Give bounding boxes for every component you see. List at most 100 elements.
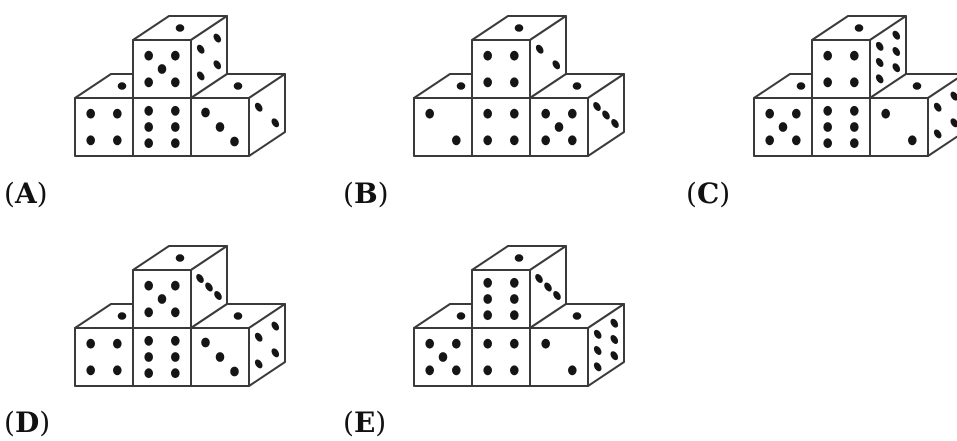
pip	[765, 108, 774, 119]
option-c-label: (C)	[686, 177, 730, 210]
die-middle-front-face	[471, 327, 531, 387]
option-d-label: (D)	[4, 406, 50, 439]
pip	[254, 359, 263, 369]
pip	[113, 108, 122, 119]
pip	[144, 50, 153, 61]
pip	[933, 129, 942, 139]
pip	[850, 122, 859, 132]
option-e-label: (E)	[343, 406, 386, 439]
pip	[196, 274, 204, 283]
die-top-front-face	[471, 269, 531, 329]
pip	[271, 348, 280, 358]
die-right	[869, 73, 957, 157]
pip	[171, 50, 180, 61]
pip	[553, 291, 561, 300]
pip	[175, 254, 185, 262]
die-middle	[132, 97, 192, 157]
pip	[572, 82, 582, 90]
pip	[483, 294, 493, 304]
pip	[425, 338, 435, 349]
die-right	[190, 73, 286, 157]
pip	[452, 338, 461, 349]
option-c[interactable]: (C)	[686, 15, 957, 210]
pip	[483, 310, 493, 321]
die-middle-front-face	[132, 97, 192, 157]
die-left	[74, 73, 170, 157]
option-d-dice	[74, 245, 286, 387]
pip	[171, 77, 180, 88]
pip	[610, 335, 619, 344]
die-top	[132, 245, 228, 329]
pip	[425, 365, 435, 376]
option-a[interactable]: (A)	[4, 15, 286, 210]
pip	[144, 77, 153, 88]
pip	[823, 105, 832, 116]
pip	[875, 58, 884, 67]
die-middle	[471, 327, 531, 387]
pip	[213, 60, 222, 70]
pip	[214, 291, 222, 300]
pip	[456, 312, 466, 320]
pip	[854, 24, 864, 32]
pip	[171, 307, 180, 318]
pip	[510, 135, 519, 146]
pip	[510, 310, 519, 321]
pip	[86, 365, 95, 376]
pip	[233, 82, 243, 90]
die-right	[190, 303, 286, 387]
pip	[175, 24, 185, 32]
pip	[881, 108, 890, 119]
pip	[438, 352, 448, 362]
pip	[610, 318, 619, 328]
pip	[144, 105, 153, 116]
pip	[425, 108, 435, 119]
pip	[483, 50, 493, 61]
pip	[510, 338, 519, 349]
pip	[514, 24, 524, 32]
pip	[171, 352, 180, 362]
pip	[593, 102, 601, 111]
pip	[233, 312, 243, 320]
die-middle	[471, 97, 531, 157]
pip	[171, 368, 180, 379]
pip	[552, 60, 561, 70]
pip	[117, 312, 127, 320]
pip	[933, 102, 942, 112]
option-d[interactable]: (D)	[4, 245, 286, 439]
pip	[544, 282, 552, 292]
pip	[850, 105, 859, 116]
option-e-dice	[413, 245, 625, 387]
pip	[535, 274, 543, 283]
pip	[796, 82, 806, 90]
pip	[541, 338, 550, 349]
die-top	[132, 15, 228, 99]
option-e[interactable]: (E)	[343, 245, 625, 439]
pip	[602, 110, 610, 120]
pip	[144, 335, 153, 346]
pip	[514, 254, 524, 262]
pip	[213, 33, 222, 43]
option-a-dice	[74, 15, 286, 157]
die-middle-front-face	[811, 97, 871, 157]
pip	[875, 41, 884, 51]
pip	[452, 365, 461, 376]
pip	[171, 105, 180, 116]
pip	[510, 365, 519, 376]
pip	[778, 122, 788, 132]
option-b[interactable]: (B)	[343, 15, 625, 210]
pip	[823, 122, 832, 132]
pip	[892, 30, 901, 40]
die-left-front-face	[413, 97, 473, 157]
pip	[850, 138, 859, 149]
pip	[541, 108, 550, 119]
pip	[215, 352, 225, 362]
pip	[483, 108, 493, 119]
pip	[113, 365, 122, 376]
pip	[201, 107, 210, 118]
die-middle-front-face	[132, 327, 192, 387]
pip	[254, 102, 263, 112]
pip	[144, 280, 153, 291]
pip	[535, 44, 544, 54]
die-right-front-face	[869, 97, 929, 157]
